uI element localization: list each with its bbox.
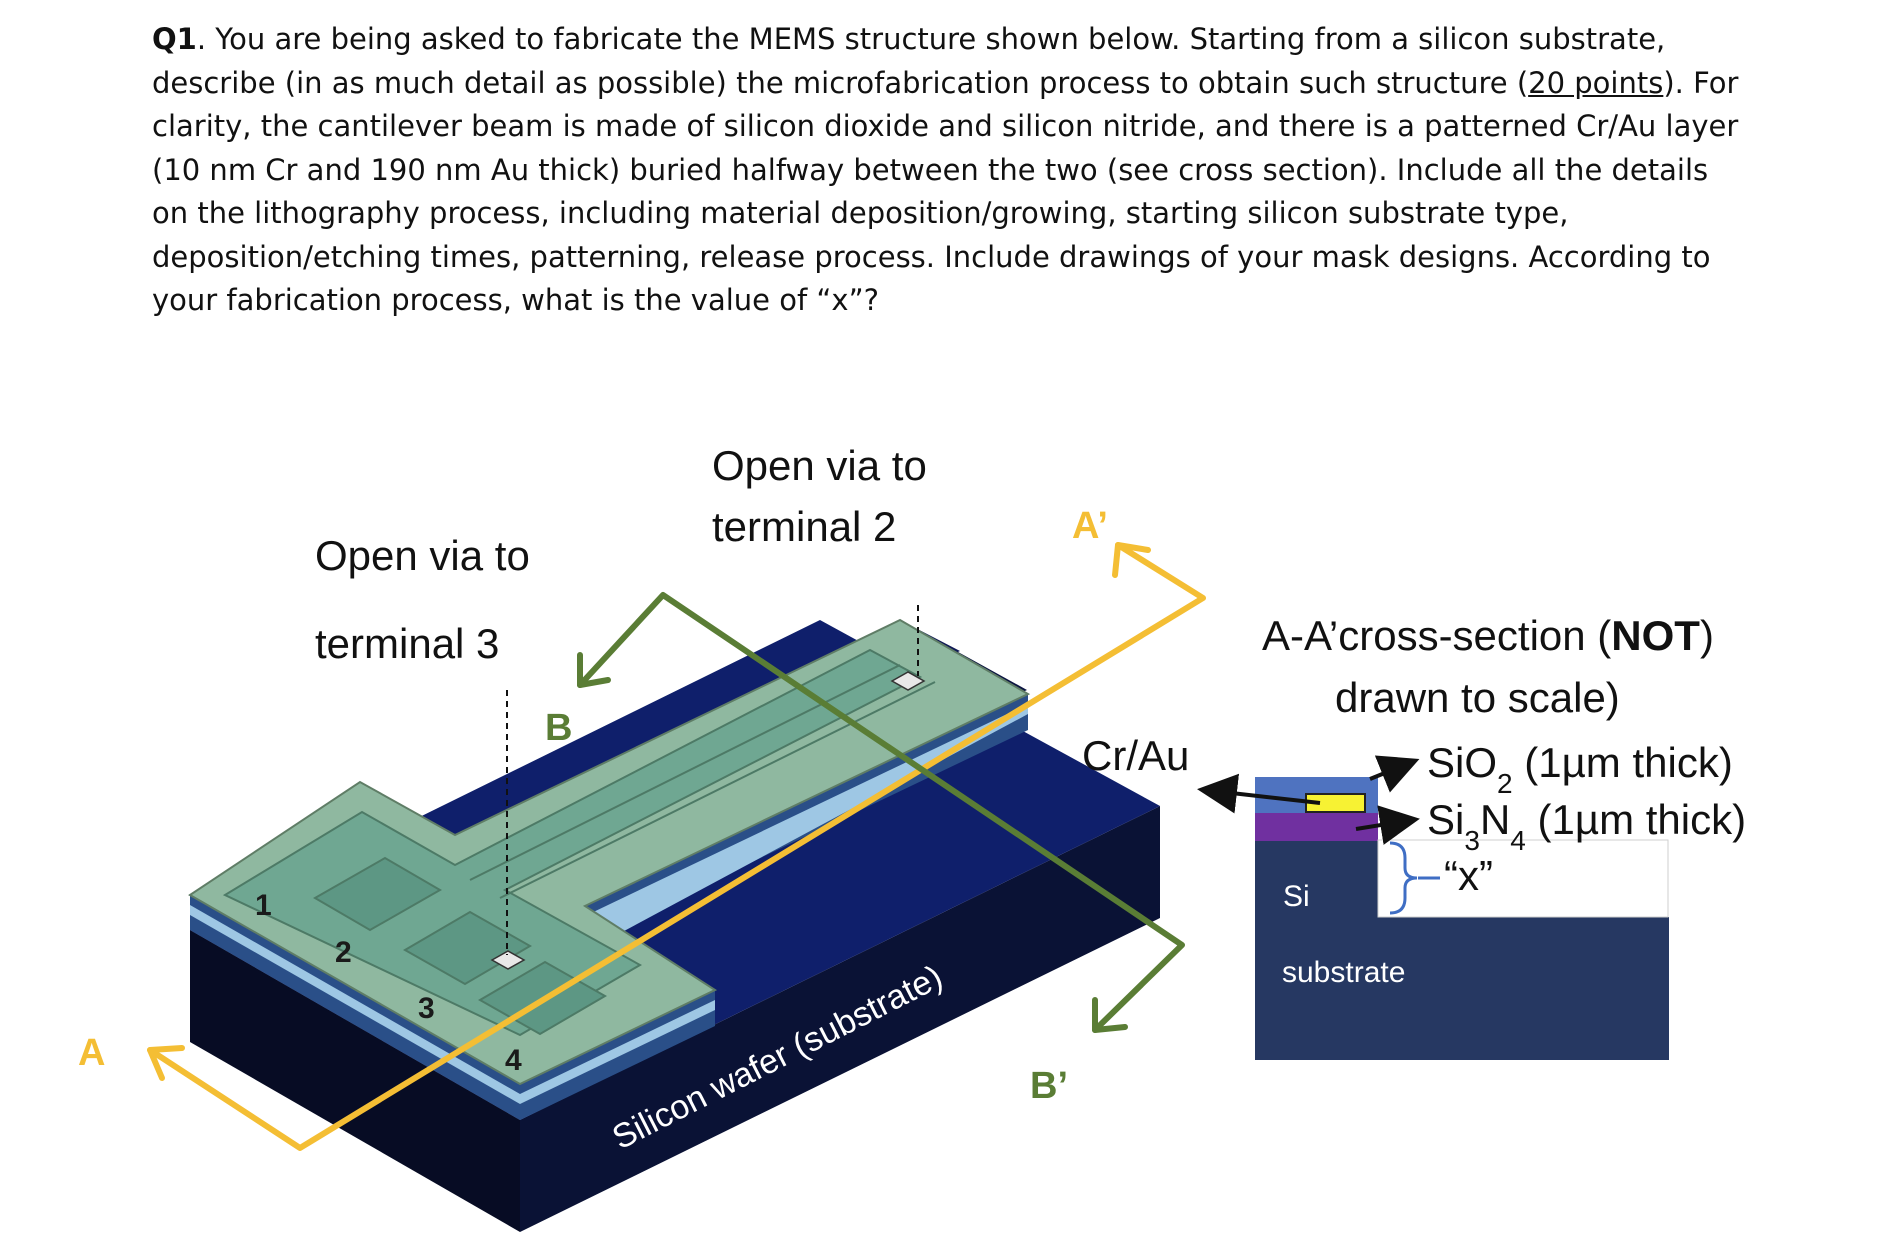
- si-label: Si: [1283, 880, 1310, 913]
- section-a-prime-label: A’: [1072, 505, 1108, 547]
- si3n4-label: Si3N4 (1µm thick): [1427, 796, 1746, 856]
- via-terminal-3-box: [490, 950, 526, 970]
- section-a-arrowhead: [147, 1045, 185, 1081]
- si-substrate: [1255, 840, 1669, 1060]
- section-a-path: [147, 542, 1206, 1151]
- terminal-number: 4: [505, 1044, 522, 1077]
- wafer-left-face: [190, 930, 520, 1232]
- section-a-prime-arrowhead: [1112, 542, 1151, 578]
- via-terminal-3-label-line1: Open via to: [315, 532, 530, 579]
- section-b-path: [577, 592, 1185, 1033]
- section-line-b: [577, 592, 1185, 1033]
- section-line-a: [147, 542, 1206, 1151]
- question-body-start: . You are being asked to fabricate the M…: [152, 22, 1666, 100]
- device-3d: 1 2 3 4 Silicon wafer (substrate): [188, 605, 1160, 1232]
- cross-section-title-line2: drawn to scale): [1335, 674, 1620, 721]
- electrode-pad-2: [312, 856, 443, 932]
- cross-section-title-line1: A-A’cross-section (NOT): [1262, 612, 1714, 659]
- si3n4-layer: [1255, 812, 1378, 841]
- x-label: “x”: [1444, 852, 1493, 899]
- via-terminal-3-label-line2: terminal 3: [315, 620, 499, 667]
- terminal-number: 2: [335, 936, 352, 969]
- substrate-label: substrate: [1282, 956, 1405, 989]
- sio2-arrow: [1369, 755, 1420, 793]
- beam-trace-2: [499, 681, 936, 899]
- question-points: 20 points: [1528, 65, 1664, 100]
- x-brace: [1389, 841, 1418, 915]
- sio2-label: SiO2 (1µm thick): [1427, 739, 1733, 799]
- beam-trace-1: [469, 664, 901, 881]
- question-text: Q1. You are being asked to fabricate the…: [152, 18, 1752, 323]
- terminal-number: 1: [255, 889, 272, 922]
- section-b-prime-label: B’: [1030, 1065, 1068, 1107]
- cross-section: A-A’cross-section (NOT) drawn to scale) …: [1082, 612, 1746, 1060]
- via-terminal-2-box: [890, 671, 926, 691]
- question-number: Q1: [152, 22, 197, 56]
- crau-label: Cr/Au: [1082, 732, 1189, 779]
- section-b-prime-arrowhead: [1092, 997, 1128, 1033]
- via-terminal-2-label-line2: terminal 2: [712, 503, 896, 550]
- section-b-label: B: [545, 707, 572, 749]
- section-a-label: A: [78, 1032, 105, 1074]
- si3n4-arrow: [1355, 805, 1420, 845]
- section-b-arrowhead: [577, 652, 611, 688]
- electrode-pad-3: [402, 910, 533, 986]
- structure-side-left-layer: [190, 905, 520, 1104]
- structure-side-front-layer: [520, 1000, 715, 1104]
- crau-arrow: [1197, 773, 1321, 814]
- question-body-end: ). For clarity, the cantilever beam is m…: [152, 65, 1739, 318]
- wafer-front-face: [520, 806, 1160, 1232]
- via-terminal-2-label-line1: Open via to: [712, 442, 927, 489]
- terminal-number: 3: [418, 992, 435, 1025]
